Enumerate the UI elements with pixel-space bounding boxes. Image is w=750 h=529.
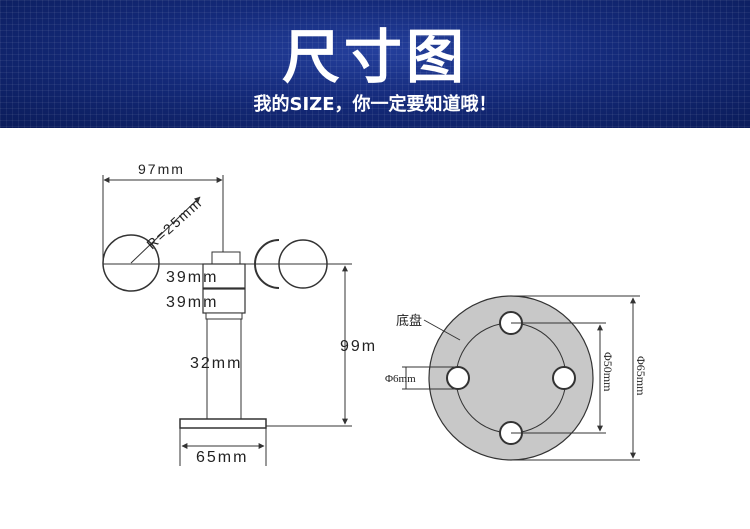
hub-ring-1 [202, 263, 246, 289]
base-label: 65mm [196, 449, 248, 466]
height-label: 99m [340, 338, 377, 355]
base-view: 底盘 Φ6mm Φ50mm Φ65mm [385, 295, 648, 461]
side-view: 97mm R=25mm 39mm 39mm 32mm 99m 65 [102, 161, 377, 466]
hole-right [552, 366, 576, 390]
upper-ring-label: 39mm [166, 269, 218, 286]
page-title: 尺寸图 [281, 23, 468, 91]
header-banner: 尺寸图 我的SIZE，你一定要知道哦！ [0, 0, 750, 128]
dimension-drawing: 97mm R=25mm 39mm 39mm 32mm 99m 65 [102, 161, 648, 466]
radius-line [130, 196, 201, 264]
hub-collar [205, 312, 243, 320]
bolt-circle-label: Φ50mm [601, 352, 615, 392]
shaft-label: 32mm [190, 355, 242, 372]
shaft [206, 318, 242, 420]
width-label: 97mm [138, 161, 185, 177]
base-plate-label: 底盘 [396, 313, 422, 328]
hole-label: Φ6mm [385, 373, 416, 385]
base-leader [423, 319, 461, 341]
lower-ring-label: 39mm [166, 294, 218, 311]
outer-diameter-label: Φ65mm [634, 356, 648, 396]
hole-left [446, 366, 470, 390]
radius-label: R=25mm [143, 194, 205, 252]
hub-top-ring [211, 251, 241, 265]
base-plate [179, 418, 267, 429]
page-subtitle: 我的SIZE，你一定要知道哦！ [253, 94, 497, 115]
